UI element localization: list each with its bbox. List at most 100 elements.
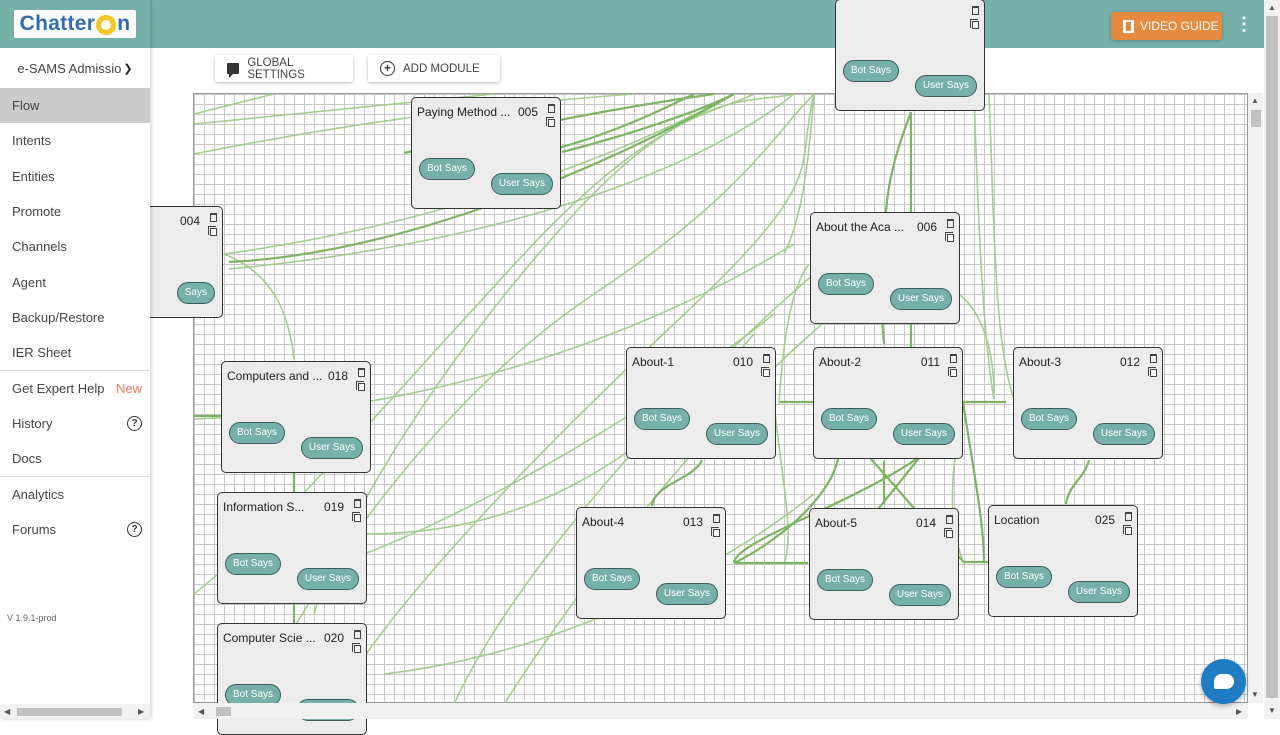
sidebar-item-channels[interactable]: Channels xyxy=(0,229,150,264)
trash-icon[interactable] xyxy=(354,499,361,508)
add-module-button[interactable]: + ADD MODULE xyxy=(368,55,500,82)
more-vert-icon[interactable]: ⋮ xyxy=(1235,14,1253,34)
trash-icon[interactable] xyxy=(358,368,365,377)
bot-says-button[interactable]: Bot Says xyxy=(843,60,900,82)
bot-says-button[interactable]: Bot Says xyxy=(817,569,874,591)
sidebar-item-forums[interactable]: Forums? xyxy=(0,512,150,547)
user-says-button[interactable]: User Says xyxy=(889,288,952,310)
user-says-button[interactable]: User Says xyxy=(892,423,955,445)
trash-icon[interactable] xyxy=(210,213,217,222)
copy-icon[interactable] xyxy=(970,19,979,29)
copy-icon[interactable] xyxy=(1148,367,1157,377)
scroll-up-arrow-icon[interactable]: ▲ xyxy=(1251,96,1259,105)
user-says-button[interactable]: User Says xyxy=(296,568,359,590)
video-guide-button[interactable]: VIDEO GUIDE xyxy=(1111,12,1222,40)
sidebar-item-history[interactable]: History? xyxy=(0,406,150,441)
copy-icon[interactable] xyxy=(948,367,957,377)
user-says-button[interactable]: User Says xyxy=(888,584,951,606)
trash-icon[interactable] xyxy=(713,514,720,523)
copy-icon[interactable] xyxy=(1123,525,1132,535)
copy-icon[interactable] xyxy=(352,643,361,653)
scrollbar-thumb[interactable] xyxy=(216,707,231,716)
project-select[interactable]: e-SAMS Admissio ❯ xyxy=(0,48,150,88)
scroll-right-arrow-icon[interactable]: ▶ xyxy=(1236,707,1243,716)
user-says-button[interactable]: User Says xyxy=(1092,423,1155,445)
user-says-button[interactable]: User Says xyxy=(914,75,977,97)
trash-icon[interactable] xyxy=(763,354,770,363)
sidebar-item-analytics[interactable]: Analytics xyxy=(0,476,150,511)
bot-says-button[interactable]: Bot Says xyxy=(634,408,691,430)
user-says-button[interactable]: User Says xyxy=(300,437,363,459)
bot-says-button[interactable]: Bot Says xyxy=(818,273,875,295)
help-circle-icon[interactable]: ? xyxy=(127,521,142,537)
scrollbar-thumb[interactable] xyxy=(1251,110,1261,127)
copy-icon[interactable] xyxy=(761,367,770,377)
sidebar-horizontal-scrollbar[interactable]: ◀ ▶ xyxy=(0,704,150,719)
sidebar-item-agent[interactable]: Agent xyxy=(0,264,150,299)
bot-says-button[interactable]: Bot Says xyxy=(821,408,878,430)
scroll-left-arrow-icon[interactable]: ◀ xyxy=(4,707,11,716)
sidebar-item-label: IER Sheet xyxy=(12,345,72,361)
chat-widget-button[interactable] xyxy=(1201,659,1246,704)
window-vertical-scrollbar[interactable]: ▲ ▼ xyxy=(1264,0,1280,719)
sidebar-item-entities[interactable]: Entities xyxy=(0,159,150,194)
help-circle-icon[interactable]: ? xyxy=(127,415,142,431)
scroll-down-arrow-icon[interactable]: ▼ xyxy=(1251,690,1259,699)
scroll-right-arrow-icon[interactable]: ▶ xyxy=(138,707,145,716)
trash-icon[interactable] xyxy=(972,6,979,15)
copy-icon[interactable] xyxy=(356,381,365,391)
scroll-left-arrow-icon[interactable]: ◀ xyxy=(198,707,205,716)
trash-icon[interactable] xyxy=(1150,354,1157,363)
bot-says-button[interactable]: Bot Says xyxy=(996,566,1053,588)
sidebar-item-flow[interactable]: Flow xyxy=(0,88,150,124)
canvas-vertical-scrollbar[interactable]: ▲ ▼ xyxy=(1248,93,1263,703)
copy-icon[interactable] xyxy=(944,528,953,538)
scrollbar-thumb[interactable] xyxy=(17,708,122,716)
trash-icon[interactable] xyxy=(548,104,555,113)
scrollbar-thumb[interactable] xyxy=(1266,16,1278,698)
bot-says-button[interactable]: Bot Says xyxy=(1021,408,1078,430)
user-says-button[interactable]: User Says xyxy=(655,583,718,605)
user-says-button[interactable]: User Says xyxy=(1067,581,1130,603)
bot-says-button[interactable]: Bot Says xyxy=(229,422,286,444)
copy-icon[interactable] xyxy=(711,527,720,537)
copy-icon[interactable] xyxy=(352,512,361,522)
copy-icon[interactable] xyxy=(945,232,954,242)
scroll-down-arrow-icon[interactable]: ▼ xyxy=(1268,706,1276,715)
bot-says-button[interactable]: Bot Says xyxy=(584,568,641,590)
global-settings-button[interactable]: GLOBAL SETTINGS xyxy=(215,55,353,82)
user-says-button[interactable]: User Says xyxy=(490,173,553,195)
bot-says-button[interactable]: Bot Says xyxy=(225,553,282,575)
copy-icon[interactable] xyxy=(546,117,555,127)
scroll-up-arrow-icon[interactable]: ▲ xyxy=(1268,3,1276,12)
bot-says-button[interactable]: Bot Says xyxy=(419,158,476,180)
sidebar-item-docs[interactable]: Docs xyxy=(0,441,150,476)
trash-icon[interactable] xyxy=(946,515,953,524)
user-says-button[interactable]: User Says xyxy=(705,423,768,445)
canvas-horizontal-scrollbar[interactable]: ◀ ▶ xyxy=(193,703,1248,719)
sidebar-item-ier-sheet[interactable]: IER Sheet xyxy=(0,335,150,370)
trash-icon[interactable] xyxy=(354,630,361,639)
sidebar-item-backup-restore[interactable]: Backup/Restore xyxy=(0,300,150,335)
user-says-button[interactable]: Says xyxy=(176,282,215,304)
trash-icon[interactable] xyxy=(1125,512,1132,521)
sidebar-item-intents[interactable]: Intents xyxy=(0,123,150,158)
copy-icon[interactable] xyxy=(208,226,217,236)
trash-icon[interactable] xyxy=(950,354,957,363)
sidebar-item-promote[interactable]: Promote xyxy=(0,194,150,229)
trash-icon[interactable] xyxy=(947,219,954,228)
